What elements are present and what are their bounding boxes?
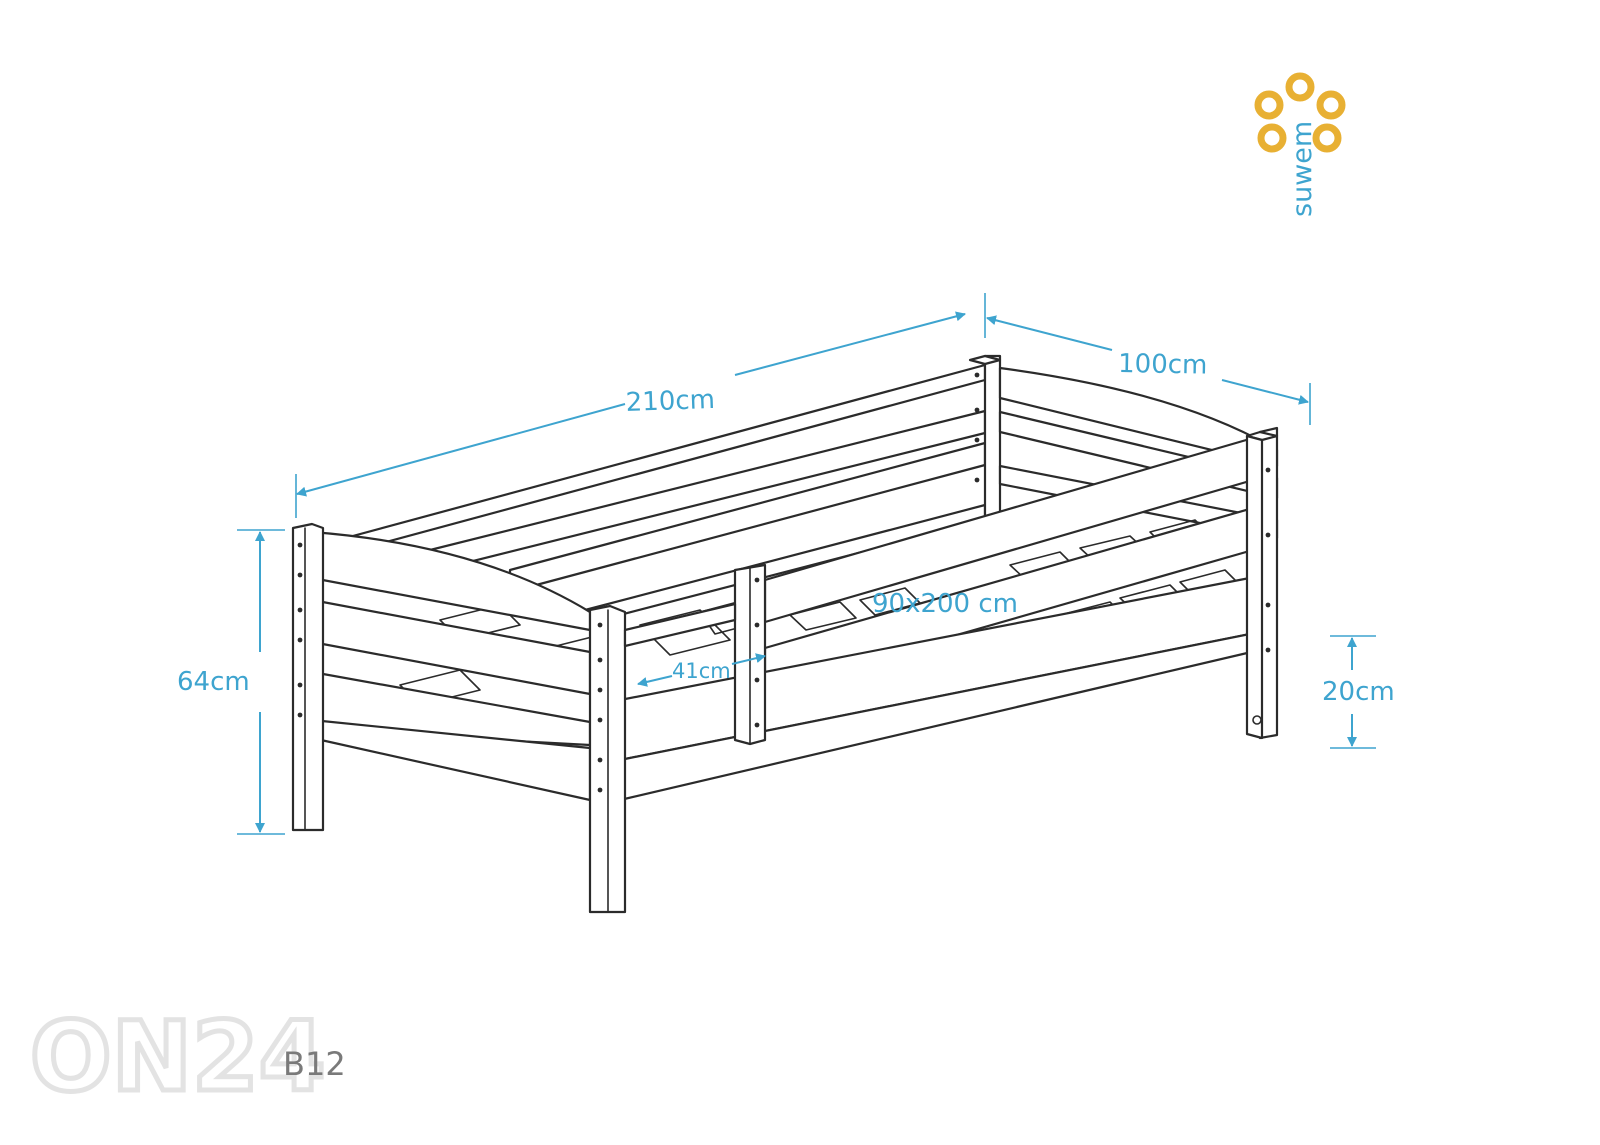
logo-rings-icon bbox=[1254, 72, 1346, 153]
dimension-labels: 210cm 100cm 64cm 20cm 90x200 cm 41cm bbox=[177, 349, 1395, 707]
watermark: ON24 bbox=[28, 999, 329, 1116]
leg-clearance-label: 20cm bbox=[1322, 677, 1395, 707]
back-right-post bbox=[983, 354, 1002, 524]
bed-drawing bbox=[291, 354, 1279, 914]
mattress-size-label: 90x200 cm bbox=[872, 589, 1018, 619]
height-label: 64cm bbox=[177, 667, 250, 697]
model-code: B12 bbox=[283, 1045, 346, 1083]
suwem-logo: suwem bbox=[1254, 72, 1346, 217]
opening-label: 41cm bbox=[672, 659, 731, 683]
logo-text: suwem bbox=[1287, 121, 1318, 217]
length-label: 210cm bbox=[625, 385, 715, 418]
middle-post bbox=[733, 563, 767, 746]
width-label: 100cm bbox=[1118, 349, 1208, 381]
back-left-leg bbox=[291, 522, 325, 832]
front-left-leg bbox=[588, 604, 627, 914]
watermark-text: ON24 bbox=[30, 1001, 326, 1113]
front-right-leg bbox=[1245, 426, 1279, 740]
front-rails bbox=[618, 434, 1262, 802]
dimension-lines bbox=[237, 293, 1376, 835]
